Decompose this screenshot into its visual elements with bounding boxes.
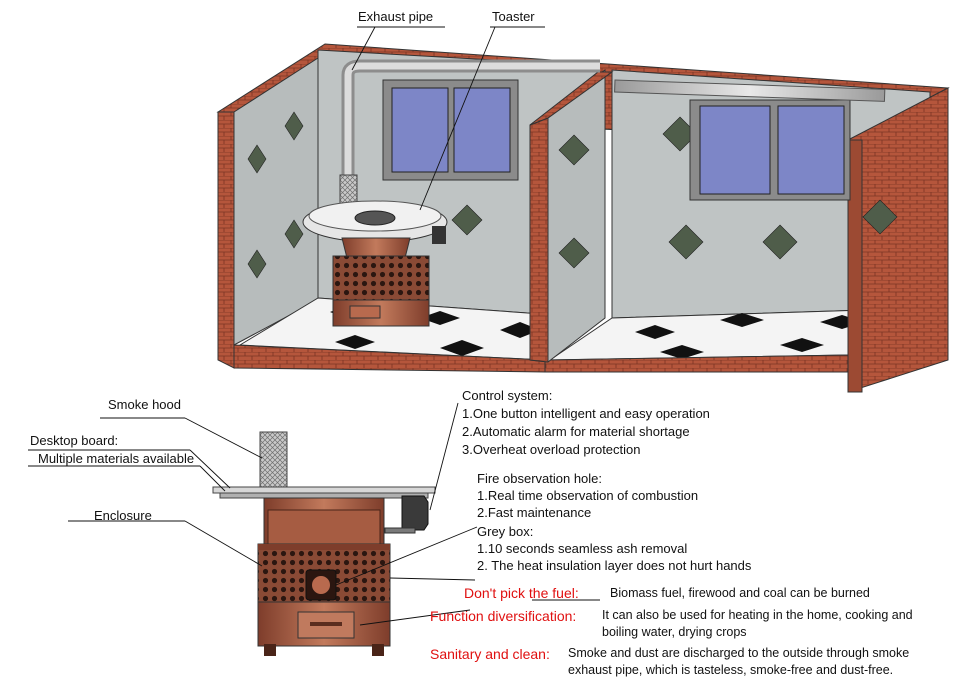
feature-function-text: It can also be used for heating in the h… (602, 607, 947, 641)
fire-hole-item: 1.Real time observation of combustion (477, 488, 698, 503)
grey-box-item: 2. The heat insulation layer does not hu… (477, 558, 751, 573)
control-system-item: 1.One button intelligent and easy operat… (462, 406, 710, 421)
desktop-board-label: Desktop board: (30, 433, 118, 448)
feature-sanitary-text: Smoke and dust are discharged to the out… (568, 645, 938, 679)
grey-box-item: 1.10 seconds seamless ash removal (477, 541, 687, 556)
room-drawing (218, 44, 948, 392)
fire-hole-item: 2.Fast maintenance (477, 505, 591, 520)
control-system-item: 3.Overheat overload protection (462, 442, 641, 457)
multiple-materials-label: Multiple materials available (38, 451, 194, 466)
toaster-label: Toaster (492, 9, 535, 24)
feature-fuel-label: Don't pick the fuel: (464, 585, 579, 601)
enclosure-label: Enclosure (94, 508, 152, 523)
control-system-item: 2.Automatic alarm for material shortage (462, 424, 690, 439)
smoke-hood-label: Smoke hood (108, 397, 181, 412)
grey-box-title: Grey box: (477, 524, 533, 539)
fire-hole-title: Fire observation hole: (477, 471, 602, 486)
feature-sanitary-label: Sanitary and clean: (430, 646, 550, 662)
exhaust-pipe-label: Exhaust pipe (358, 9, 433, 24)
stove-detail-drawing (213, 432, 435, 656)
feature-fuel-text: Biomass fuel, firewood and coal can be b… (610, 585, 870, 602)
control-system-title: Control system: (462, 388, 552, 403)
feature-function-label: Function diversification: (430, 608, 576, 624)
